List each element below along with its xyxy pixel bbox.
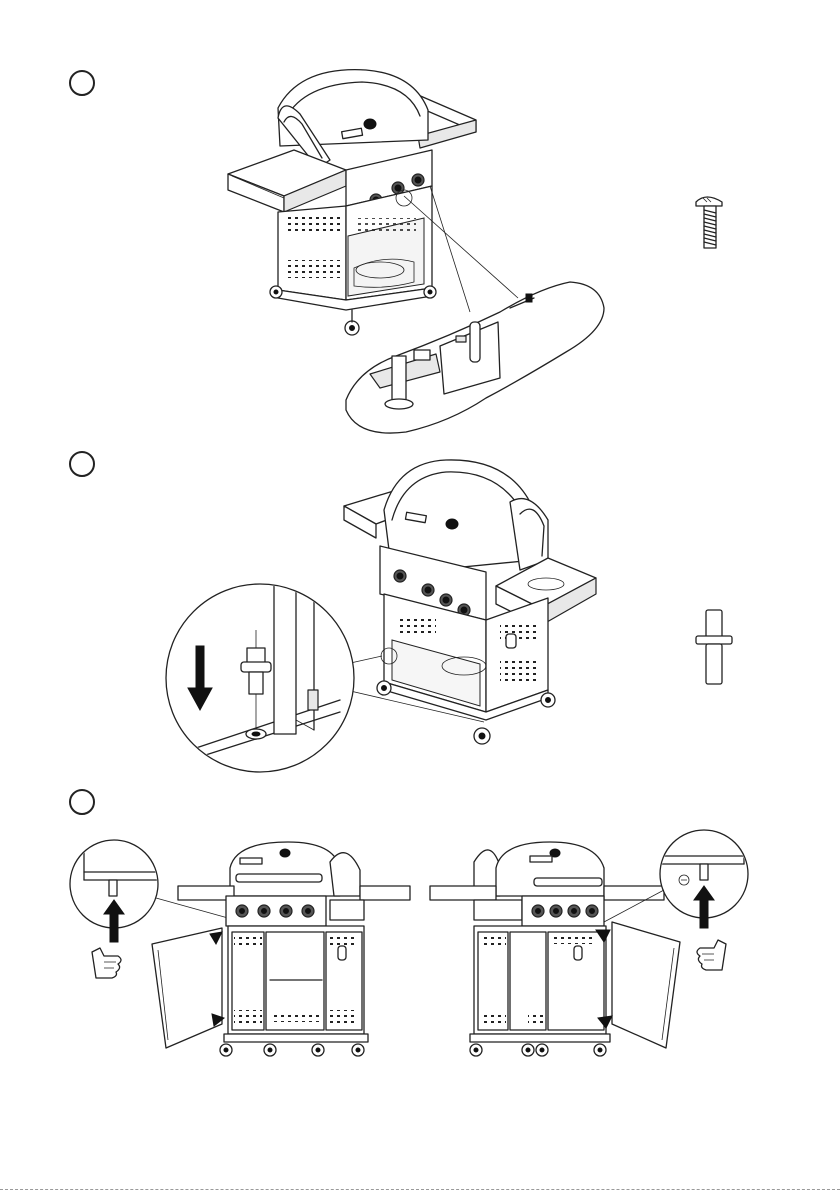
step-2-grill-illustration: [344, 460, 596, 744]
step-1-grill-illustration: [228, 70, 604, 433]
step-3-right-door: [612, 922, 680, 1048]
thumbs-up-icon: [92, 948, 121, 978]
page-bottom-rule: [0, 1189, 840, 1190]
hinge-pin-icon: [696, 610, 732, 684]
step-3-right-grill-illustration: [430, 830, 748, 1056]
thumbs-up-icon: [697, 940, 726, 970]
screw-icon: [696, 197, 722, 248]
step-3-left-grill-illustration: [70, 840, 410, 1056]
step-2-zoom-detail: [166, 584, 354, 772]
